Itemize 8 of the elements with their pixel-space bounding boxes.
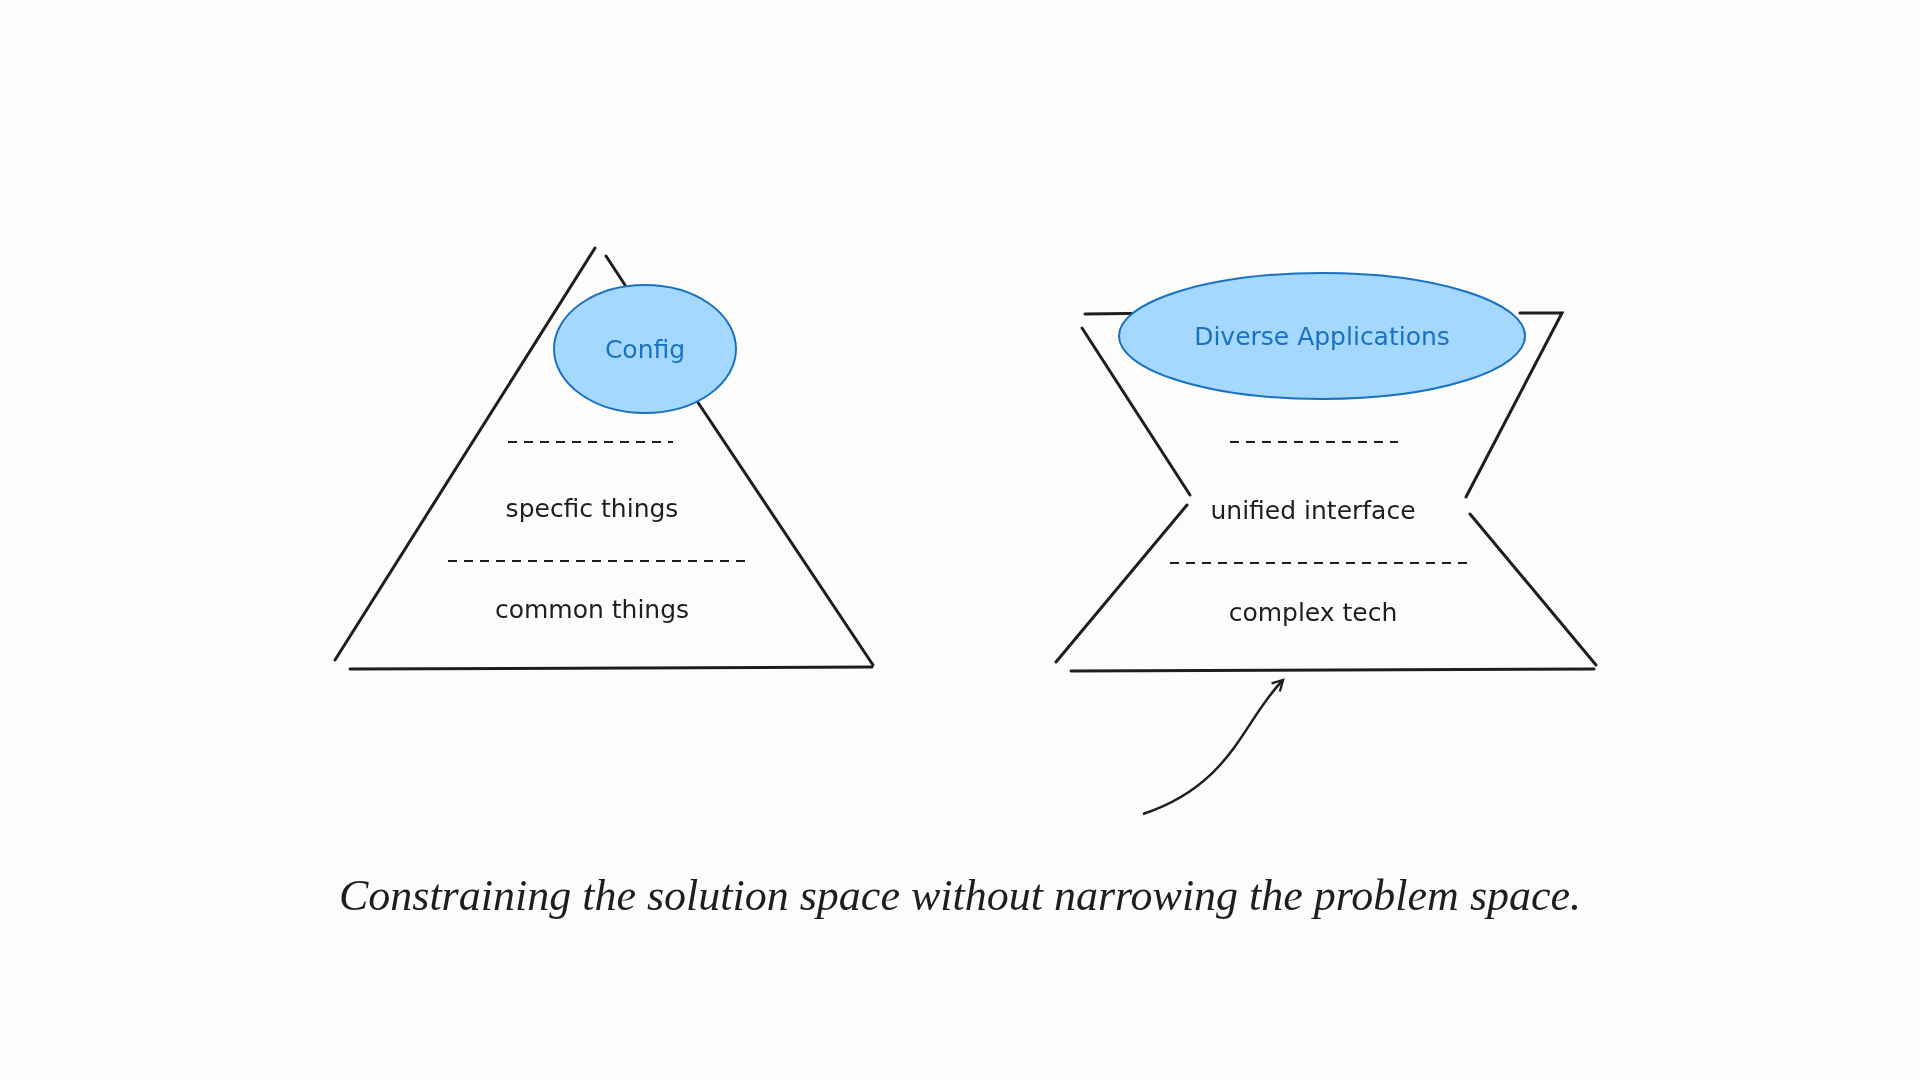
- ellipse-label: Diverse Applications: [1194, 321, 1450, 351]
- layer-label: specfic things: [505, 493, 679, 523]
- ellipse-label: Config: [604, 334, 686, 364]
- curved-arrow: [1142, 678, 1285, 816]
- layer-label: common things: [494, 594, 690, 624]
- layer-label: complex tech: [1228, 597, 1398, 627]
- layer-label: unified interface: [1210, 495, 1416, 525]
- caption: Constraining the solution space without narrowing the problem space.: [338, 871, 1582, 920]
